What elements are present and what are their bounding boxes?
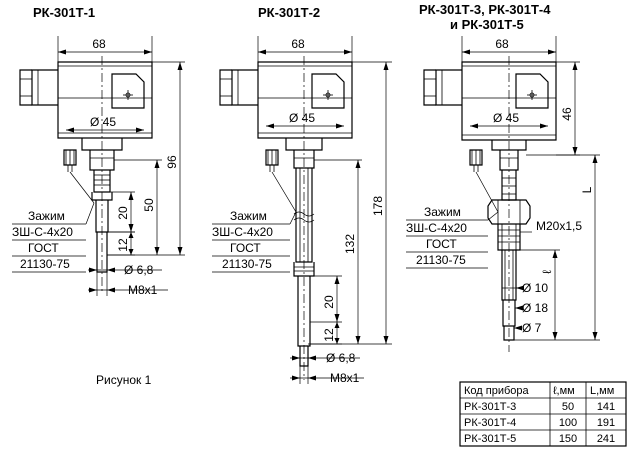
dim-length-l: ℓ [540,270,554,274]
dim-dia-45-fig3: Ø 45 [493,111,519,125]
terminal-note-line3-fig3: ГОСТ [426,237,457,251]
dim-dia-10: Ø 10 [522,281,548,295]
terminal-note-line3-fig2: ГОСТ [230,241,261,255]
terminal-note-line4-fig3: 21130-75 [416,253,466,267]
terminal-note-line2: ЗШ-С-4х20 [12,225,73,239]
title-rk-301t-1: РК-301Т-1 [33,5,95,20]
table-header-L: L,мм [590,385,614,397]
dim-thread-m8-fig2: M8x1 [330,371,360,385]
terminal-note-line2-fig3: ЗШ-С-4х20 [406,221,467,235]
dim-height-96: 96 [165,155,179,169]
table-cell: 141 [597,401,615,413]
terminal-note-line1-fig3: Зажим [424,205,461,219]
dim-height-12: 12 [116,238,130,252]
figure-caption: Рисунок 1 [96,373,152,387]
dim-height-50: 50 [142,198,156,212]
table-cell: 100 [559,417,577,429]
device-table: Код прибора ℓ,мм L,мм РК-301Т-3 50 141 Р… [459,381,627,447]
dim-height-178: 178 [371,196,385,216]
dim-dia-45-fig2: Ø 45 [289,111,315,125]
dim-dia-18: Ø 18 [522,301,548,315]
table-header-l: ℓ,мм [553,385,575,397]
dim-dia-6-8: Ø 6,8 [124,263,154,277]
table-cell: 50 [562,401,574,413]
dim-thread-m20: M20x1,5 [536,219,582,233]
figure-rk-301t-2: РК-301Т-2 68 Ø 45 [212,5,392,385]
table-cell: 150 [559,433,577,445]
table-cell: РК-301Т-5 [464,433,516,445]
title-rk-301t-2: РК-301Т-2 [258,5,320,20]
title-rk-301t-5: и РК-301Т-5 [450,17,524,32]
dim-thread-m8: M8x1 [128,283,158,297]
dim-length-L: L [580,186,594,193]
dim-height-12-fig2: 12 [322,328,336,342]
dim-dia-45: Ø 45 [90,115,116,129]
table-cell: 241 [597,433,615,445]
table-cell: РК-301Т-4 [464,417,516,429]
dim-height-20: 20 [116,206,130,220]
figure-rk-301t-3-4-5: РК-301Т-3, РК-301Т-4 и РК-301Т-5 68 Ø 45 [406,2,600,352]
terminal-note-line4: 21130-75 [20,257,70,271]
terminal-note-line1-fig2: Зажим [230,209,267,223]
title-rk-301t-3-4: РК-301Т-3, РК-301Т-4 [419,2,551,17]
dim-height-132: 132 [343,234,357,254]
table-cell: РК-301Т-3 [464,401,516,413]
table-cell: 191 [597,417,615,429]
dim-dia-6-8-fig2: Ø 6,8 [326,351,356,365]
dim-height-20-fig2: 20 [322,295,336,309]
dim-width-68-fig2: 68 [291,37,305,51]
figure-rk-301t-1: РК-301Т-1 68 Ø 45 [12,5,185,387]
terminal-note-line3: ГОСТ [28,241,59,255]
dim-height-46: 46 [560,107,574,121]
terminal-note-line2-fig2: ЗШ-С-4х20 [212,225,273,239]
dim-width-68: 68 [92,37,106,51]
terminal-note-line1: Зажим [28,209,65,223]
dim-width-68-fig3: 68 [495,37,509,51]
dim-dia-7: Ø 7 [522,321,542,335]
terminal-note-line4-fig2: 21130-75 [222,257,272,271]
table-header-code: Код прибора [464,385,530,397]
